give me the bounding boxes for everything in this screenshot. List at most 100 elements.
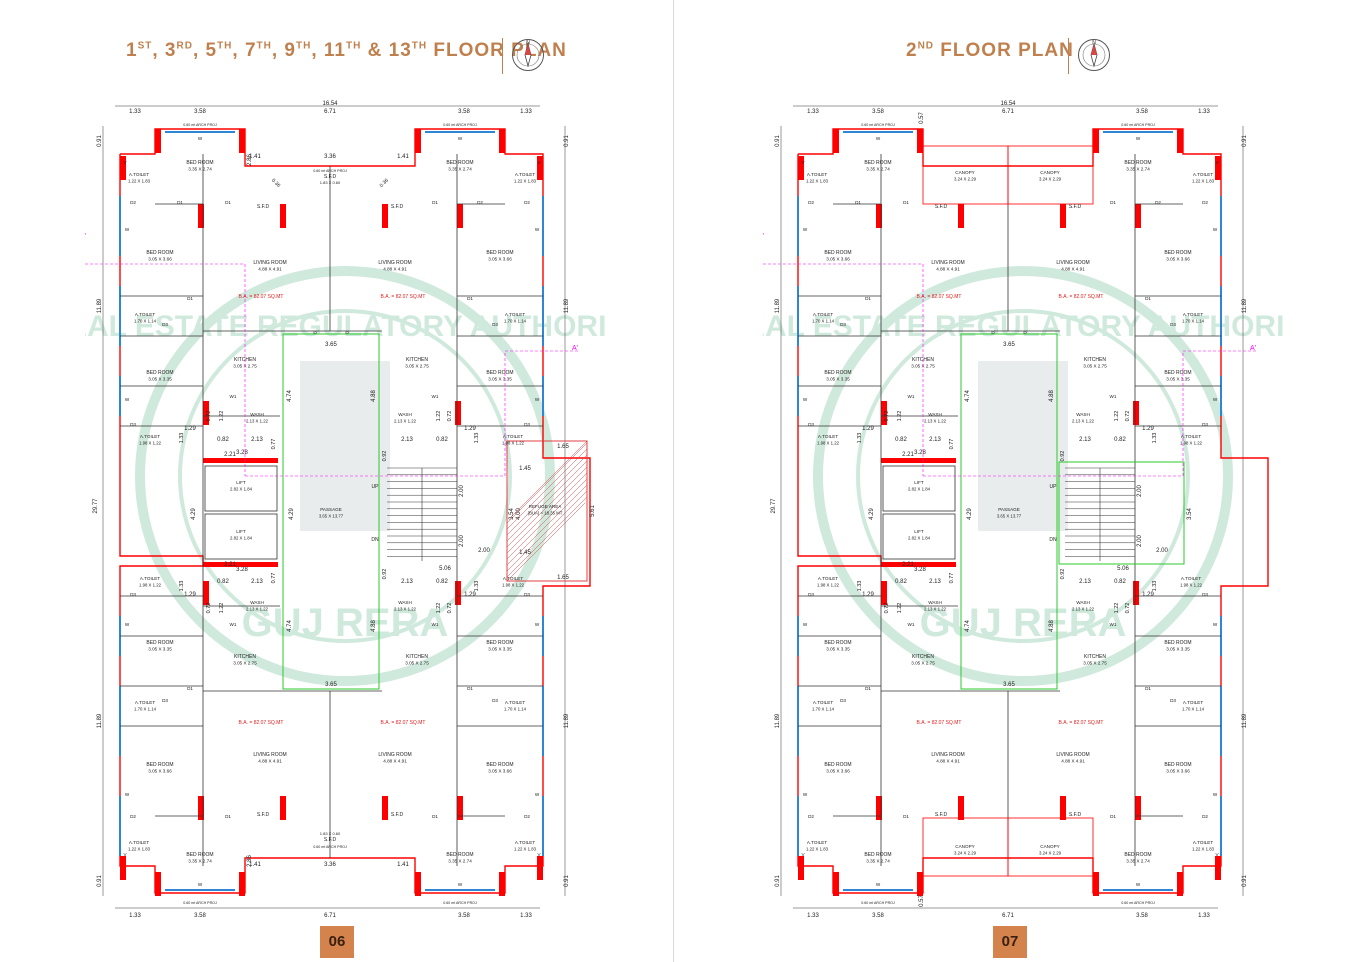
dimension-label: 1.29: [184, 426, 196, 432]
room-size: 3.65 X 13.77: [319, 514, 344, 519]
room-size: 3.05 X 3.35: [488, 377, 512, 382]
dimension-label: 1.22: [897, 411, 903, 422]
opening-tag: V: [1215, 852, 1219, 857]
compass-icon: N: [1078, 39, 1110, 71]
opening-tag: D3: [1170, 322, 1176, 327]
room-name: CANOPY: [955, 844, 974, 849]
dimension-label: 3.36: [324, 862, 336, 868]
room-name: BED ROOM: [1164, 250, 1191, 256]
dimension-label: 3.65: [1003, 342, 1015, 348]
compass-icon: N: [512, 39, 544, 71]
title-part: , 3RD: [152, 40, 193, 61]
room-size: 3.35 X 2.74: [448, 859, 472, 864]
sfd-size: 1.83 X 0.60: [320, 831, 341, 836]
room-size: 1.98 X 1.22: [817, 441, 840, 446]
dimension-label: 1.33: [1198, 109, 1210, 115]
title-number: 2: [906, 40, 918, 61]
room-size: 2.13 X 1.22: [246, 419, 269, 424]
room-size: 3.35 X 2.74: [1126, 859, 1150, 864]
room-name: BED ROOM: [186, 160, 213, 166]
dimension-label: 0.72: [884, 411, 890, 422]
dimension-label: 2.00: [478, 548, 490, 554]
dimension-label: 0.91: [775, 135, 781, 147]
built-area-label: B.A. = 82.07 SQ.MT: [381, 294, 426, 300]
opening-tag: W: [876, 136, 881, 141]
dimension-label: 4.88: [371, 390, 377, 402]
dimension-label: 1.22: [436, 603, 442, 614]
column: [1060, 796, 1066, 820]
opening-tag: D3: [524, 592, 530, 597]
watermark-seal: GUJ RERAREAL ESTATE REGULATORY AUTHORITY: [85, 266, 605, 686]
dimension-label: 0.91: [775, 875, 781, 887]
opening-tag: D3: [162, 698, 168, 703]
refuge-area-hatch: [506, 440, 588, 582]
dimension-label: 3.28: [914, 450, 926, 456]
room-size: 2.13 X 1.22: [246, 607, 269, 612]
dimension-label: 4.00: [516, 508, 522, 520]
opening-tag: D1: [1145, 686, 1151, 691]
dimension-label: 0.82: [895, 437, 907, 443]
room-name: BED ROOM: [824, 370, 851, 376]
beam: [203, 458, 278, 463]
dimension-label: 1.65: [557, 444, 569, 450]
opening-tag: W: [1136, 136, 1141, 141]
room-name: BED ROOM: [864, 852, 891, 858]
canopy: [922, 145, 1009, 205]
dimension-label: 1.45: [519, 550, 531, 556]
arch-proj-label: 0.60 mt ARCH PROJ: [313, 169, 347, 173]
opening-tag: D1: [865, 686, 871, 691]
dimension-label: 2.00: [1137, 485, 1143, 497]
room-name: BED ROOM: [1164, 762, 1191, 768]
dimension-label: 2.13: [1079, 579, 1091, 585]
sfd-label: S.F.D: [1069, 812, 1082, 818]
room-name: PASSAGE: [320, 507, 342, 512]
room-name: BED ROOM: [146, 762, 173, 768]
dimension-label: 29.77: [771, 498, 777, 514]
dimension-label: 1.41: [249, 154, 261, 160]
opening-tag: D2: [477, 200, 483, 205]
room-name: WASH: [250, 600, 264, 605]
room-name: BED ROOM: [446, 852, 473, 858]
opening-tag: W: [535, 227, 540, 232]
column: [1215, 856, 1221, 880]
dimension-label: 0.92: [382, 569, 388, 580]
dimension-label: 3.58: [194, 913, 206, 919]
room-size: 1.98 X 1.22: [139, 441, 162, 446]
room-name: A.TOILET: [1183, 312, 1204, 317]
room-size: 2.13 X 1.22: [394, 607, 417, 612]
dimension-label: 4.88: [1049, 620, 1055, 632]
dimension-label: 4.74: [287, 620, 293, 632]
room-name: A.TOILET: [1183, 700, 1204, 705]
dimension-label: 1.33: [179, 433, 185, 444]
room-size: 3.05 X 3.35: [488, 647, 512, 652]
opening-tag: D2: [1202, 814, 1208, 819]
column: [499, 129, 505, 153]
compass-letter: N: [1092, 40, 1096, 46]
room-name: WASH: [398, 600, 412, 605]
dimension-label: 11.89: [1242, 298, 1248, 313]
hatch-line: [506, 472, 588, 554]
room-size: 1.22 X 1.83: [1192, 847, 1215, 852]
column: [280, 796, 286, 820]
sfd-size: 1.83 X 0.60: [320, 180, 341, 185]
column: [198, 796, 204, 820]
room-size: 3.05 X 3.66: [1166, 257, 1190, 262]
title-suffix: FLOOR PLAN: [934, 40, 1074, 61]
dimension-label: 1.33: [179, 581, 185, 592]
dimension-label: 3.65: [325, 342, 337, 348]
opening-tag: D1: [1145, 296, 1151, 301]
room-name: A.TOILET: [505, 312, 526, 317]
dimension-label: 0.72: [1125, 411, 1131, 422]
room-size: 3.05 X 3.35: [1166, 377, 1190, 382]
floor-plan-odd-floors: GUJ RERAREAL ESTATE REGULATORY AUTHORITY…: [85, 101, 605, 919]
dimension-label: 2.00: [1137, 535, 1143, 547]
dimension-label: 16.54: [322, 101, 338, 107]
opening-tag: D1: [225, 814, 231, 819]
watermark-ring: [135, 266, 555, 686]
stair-up-label: UP: [372, 484, 380, 490]
dimension-label: 4.88: [371, 620, 377, 632]
column: [415, 129, 421, 153]
beam: [203, 562, 278, 567]
lift-shaft: [882, 513, 956, 560]
opening-tag: V: [801, 852, 805, 857]
